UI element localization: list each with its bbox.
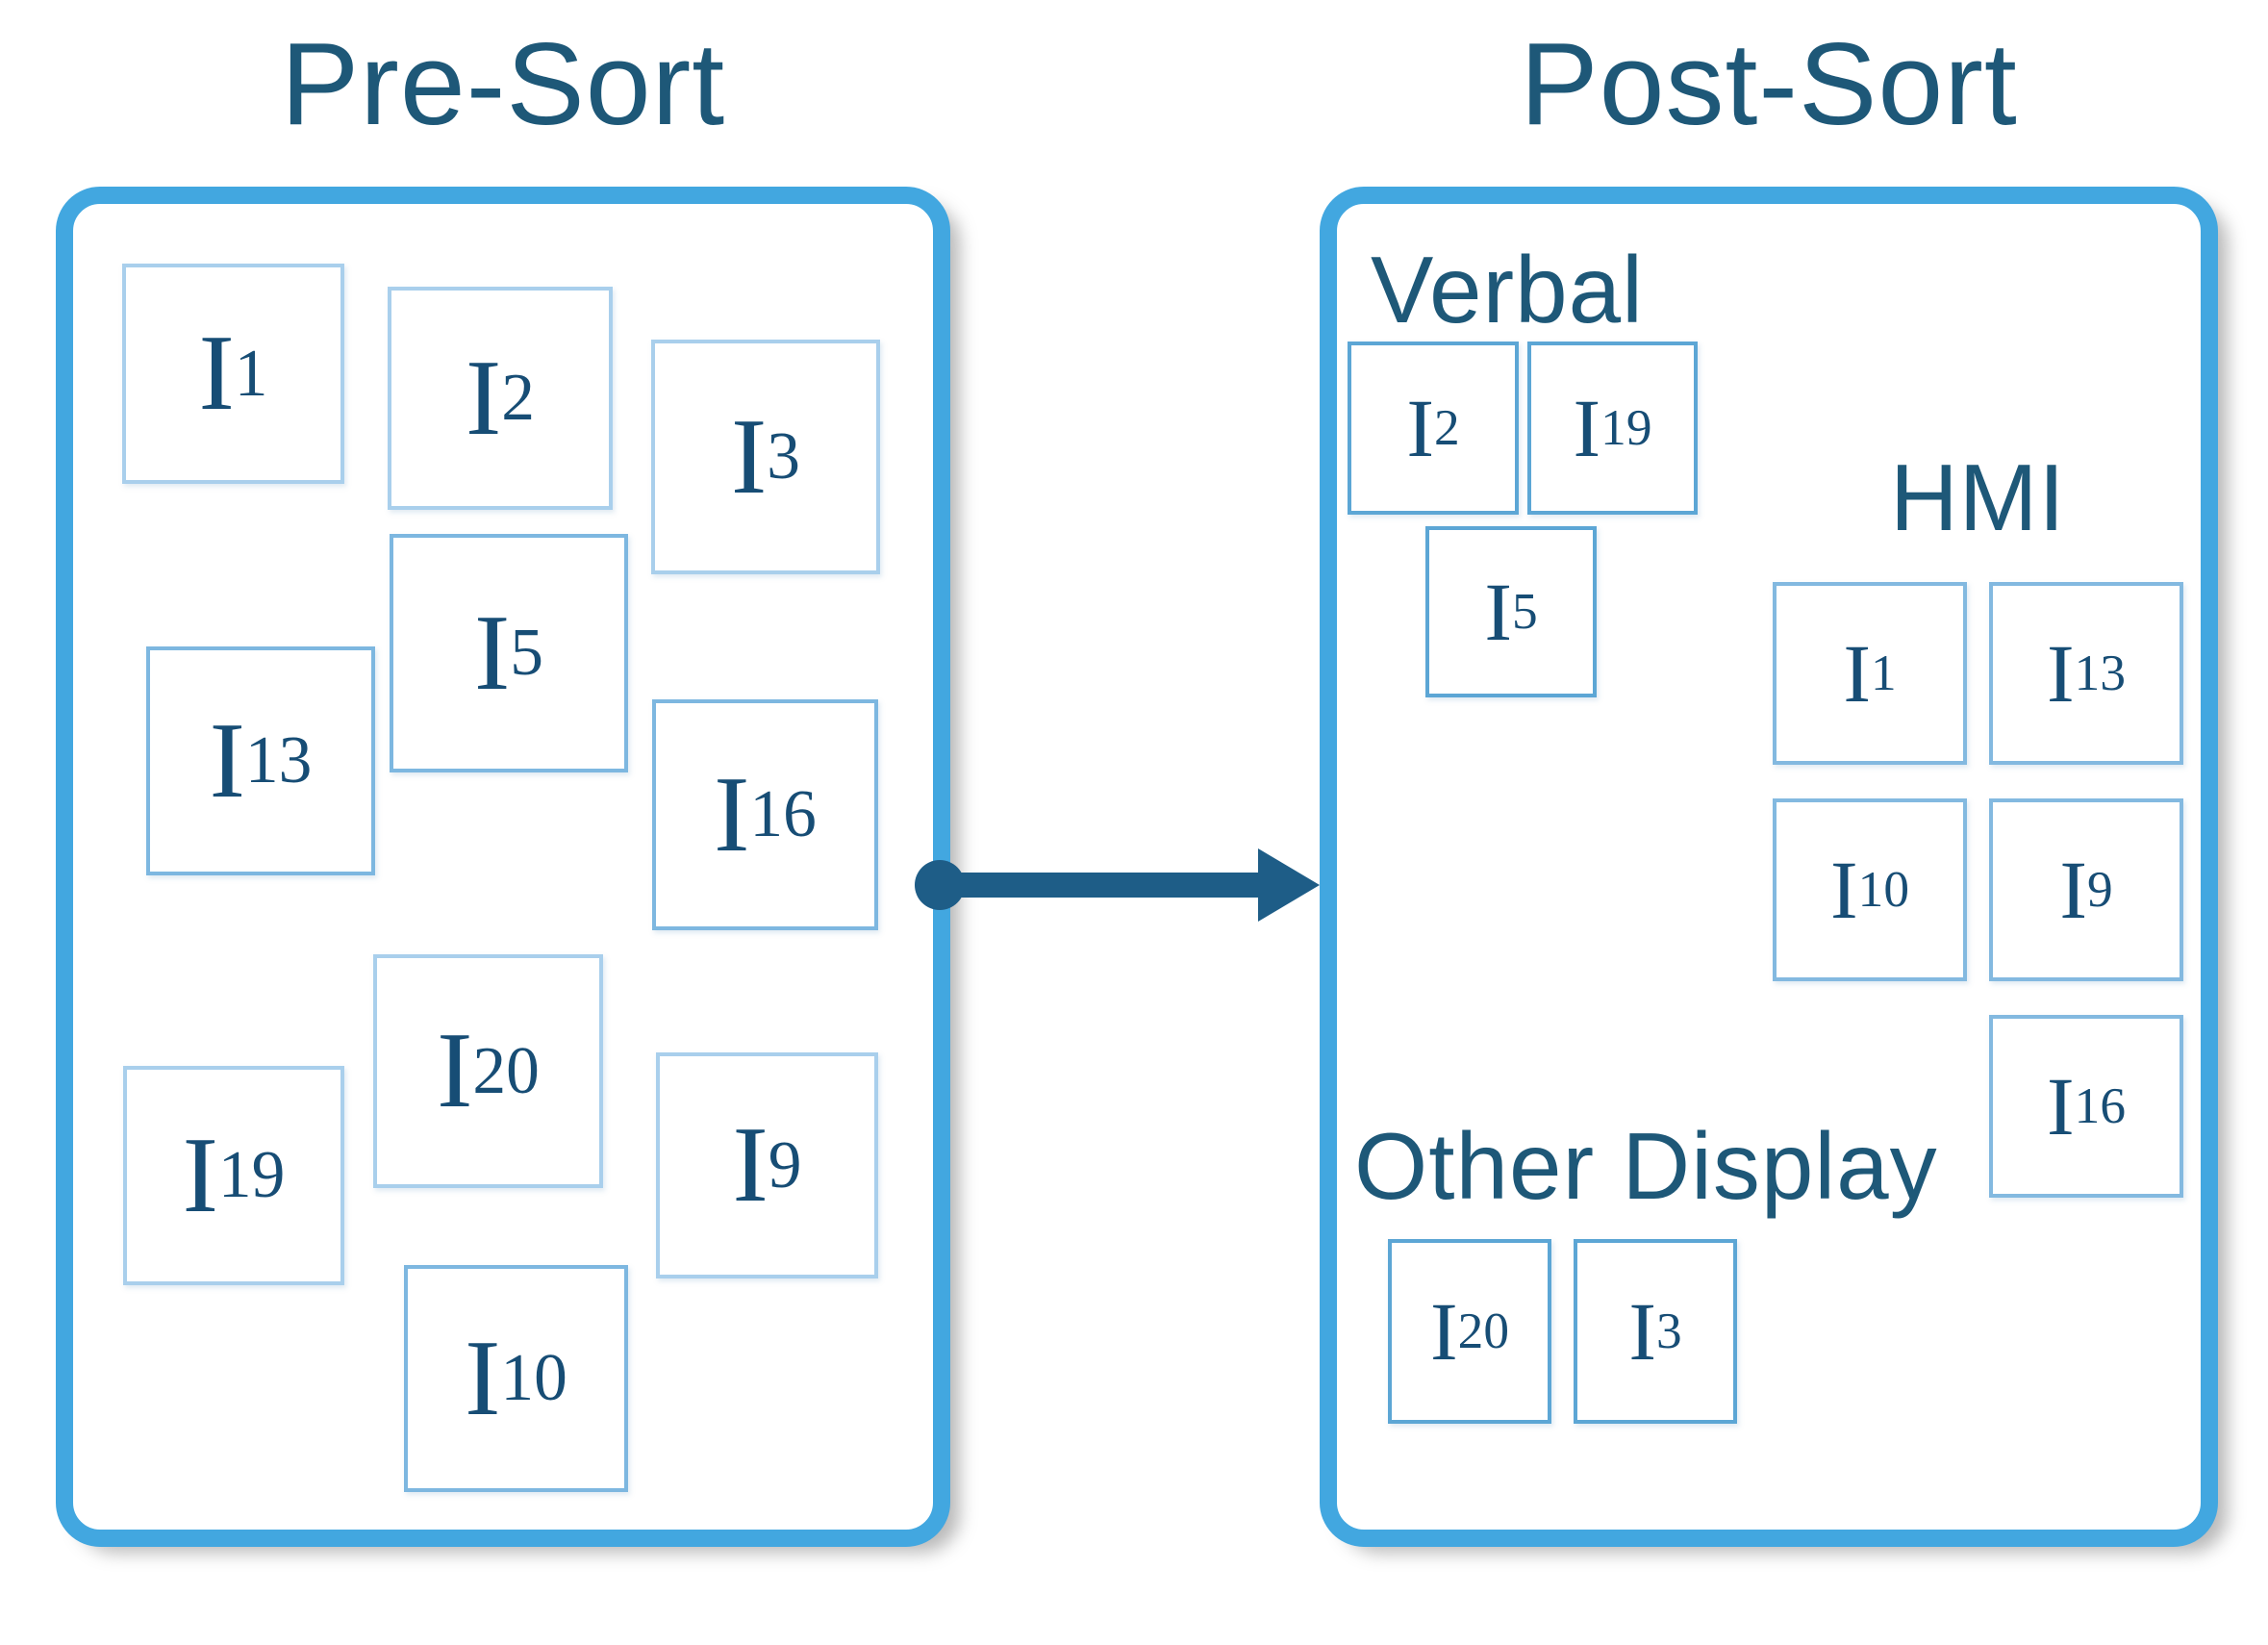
group-label-other-display: Other Display bbox=[1354, 1113, 1938, 1219]
card-symbol: I bbox=[2047, 1060, 2075, 1152]
card-subscript: 10 bbox=[1857, 860, 1909, 919]
card-symbol: I bbox=[2059, 844, 2087, 936]
card-symbol: I bbox=[1628, 1285, 1656, 1378]
card-symbol: I bbox=[1830, 844, 1858, 936]
card-symbol: I bbox=[437, 1011, 473, 1130]
card-symbol: I bbox=[1843, 627, 1871, 720]
card-subscript: 16 bbox=[2074, 1076, 2126, 1135]
card-symbol: I bbox=[1573, 382, 1601, 474]
card-subscript: 19 bbox=[217, 1138, 286, 1213]
card-symbol: I bbox=[182, 1115, 218, 1235]
card-subscript: 13 bbox=[244, 723, 313, 798]
card-symbol: I bbox=[1484, 566, 1512, 658]
card-subscript: 19 bbox=[1600, 398, 1652, 457]
card-symbol: I bbox=[465, 338, 502, 458]
card-subscript: 5 bbox=[510, 616, 543, 691]
card-subscript: 9 bbox=[768, 1127, 802, 1202]
card-symbol: I bbox=[473, 593, 511, 713]
pre-sort-title: Pre-Sort bbox=[280, 18, 726, 149]
card-symbol: I bbox=[2047, 627, 2075, 720]
card-subscript: 2 bbox=[501, 361, 535, 436]
group-label-verbal: Verbal bbox=[1371, 237, 1644, 342]
card-subscript: 1 bbox=[1870, 644, 1897, 702]
arrow-shaft bbox=[947, 873, 1260, 898]
post-sort-title: Post-Sort bbox=[1520, 18, 2018, 149]
card-subscript: 3 bbox=[1655, 1302, 1682, 1360]
card-symbol: I bbox=[714, 754, 750, 874]
card-subscript: 9 bbox=[2086, 860, 2113, 919]
card-subscript: 2 bbox=[1433, 398, 1460, 457]
card-subscript: 16 bbox=[749, 777, 817, 852]
arrow-head-icon bbox=[1258, 848, 1320, 922]
card-subscript: 13 bbox=[2074, 644, 2126, 702]
card-subscript: 1 bbox=[234, 336, 268, 411]
card-subscript: 20 bbox=[472, 1033, 540, 1108]
card-symbol: I bbox=[1406, 382, 1434, 474]
card-subscript: 10 bbox=[500, 1341, 567, 1416]
card-subscript: 20 bbox=[1457, 1302, 1509, 1360]
card-subscript: 5 bbox=[1511, 582, 1538, 641]
group-label-hmi: HMI bbox=[1890, 444, 2066, 550]
card-symbol: I bbox=[1430, 1285, 1458, 1378]
card-symbol: I bbox=[732, 1105, 769, 1225]
card-symbol: I bbox=[198, 314, 235, 433]
card-subscript: 3 bbox=[767, 419, 800, 494]
card-symbol: I bbox=[209, 700, 245, 821]
card-symbol: I bbox=[465, 1318, 501, 1438]
card-symbol: I bbox=[730, 396, 768, 517]
